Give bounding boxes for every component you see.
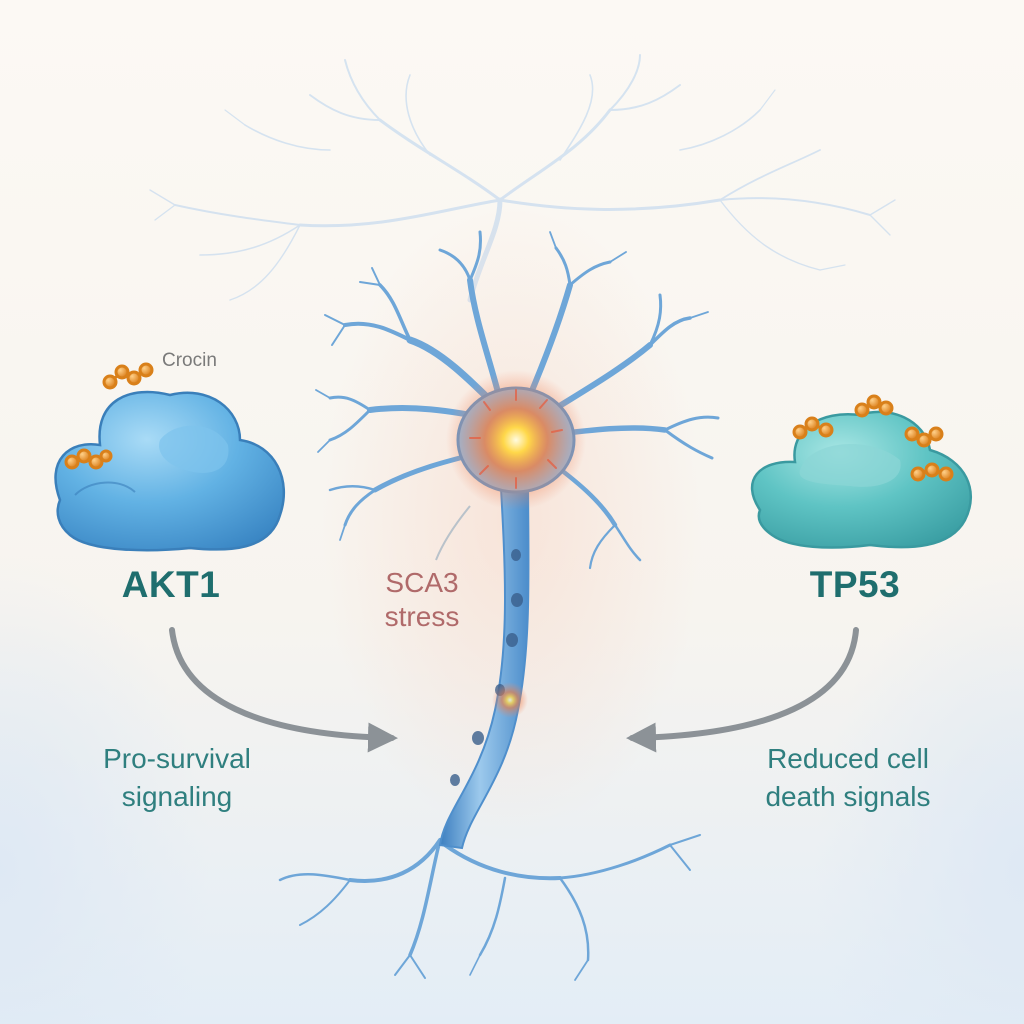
- sca3-pointer: [435, 505, 471, 561]
- background-dendrite-tree: [149, 54, 896, 303]
- stress-glow-icon: [446, 370, 586, 510]
- crocin-molecule-icon: [64, 362, 154, 470]
- tp53-effect-line2: death signals: [765, 781, 931, 812]
- akt1-label: AKT1: [121, 564, 221, 605]
- sca3-label-line2: stress: [384, 601, 460, 632]
- tp53-protein-icon: [750, 410, 973, 549]
- tp53-to-neuron-arrow: [626, 627, 859, 753]
- crocin-molecule-icon-tp53: [792, 394, 954, 482]
- neuron-axon: [438, 469, 530, 850]
- tp53-effect-line1: Reduced cell: [767, 743, 929, 774]
- crocin-label: Crocin: [162, 350, 217, 371]
- akt1-effect-line1: Pro-survival: [103, 743, 251, 774]
- stress-spikes: [469, 389, 563, 489]
- neuron-icon: [278, 230, 720, 981]
- sca3-stress-label: SCA3 stress: [364, 566, 480, 634]
- akt1-to-neuron-arrow: [169, 627, 398, 753]
- akt1-protein-icon: [54, 390, 285, 552]
- axon-stress-spot: [492, 682, 528, 718]
- sca3-label-line1: SCA3: [385, 567, 459, 598]
- akt1-effect-line2: signaling: [121, 781, 233, 812]
- tp53-label: TP53: [809, 564, 901, 605]
- tp53-effect-label: Reduced cell death signals: [728, 740, 968, 816]
- akt1-effect-label: Pro-survival signaling: [62, 740, 292, 816]
